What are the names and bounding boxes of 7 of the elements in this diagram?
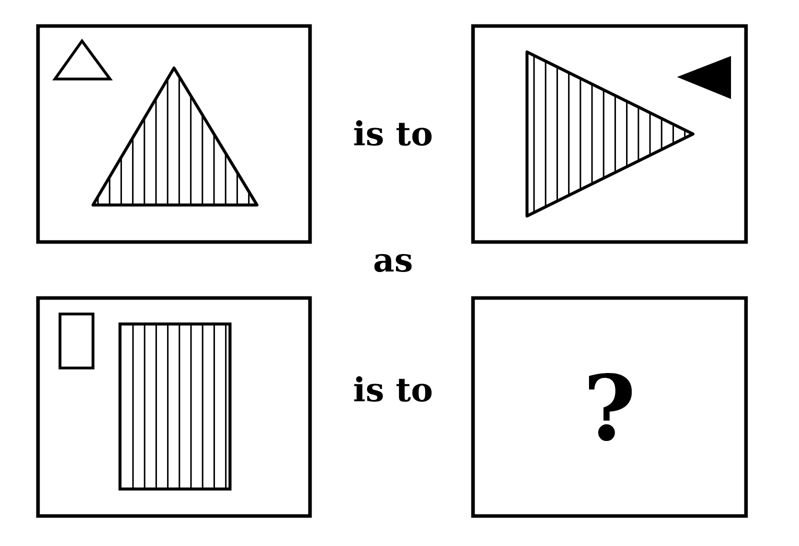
panel-box [36,296,312,518]
relation-text: as [374,254,412,272]
panel-box [36,24,312,244]
relation-text: is to [354,120,432,146]
panel-box: ? [471,296,748,518]
panel-box [471,24,748,244]
relation-text: is to [354,376,432,402]
